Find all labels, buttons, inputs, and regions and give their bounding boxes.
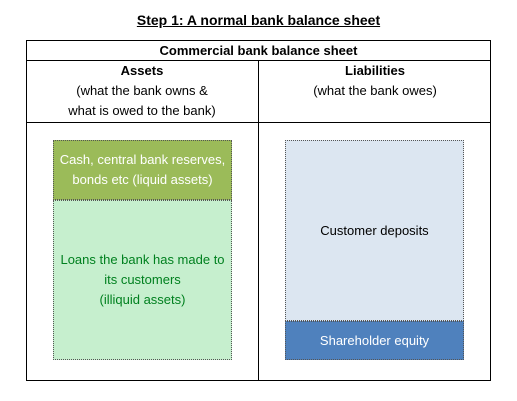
liabilities-heading: Liabilities <box>345 63 405 78</box>
column-divider <box>258 60 259 381</box>
loans-block: Loans the bank has made to its customers… <box>53 200 232 360</box>
shareholder-equity-block: Shareholder equity <box>285 321 464 360</box>
assets-desc-line2: what is owed to the bank) <box>68 103 216 118</box>
shareholder-equity-label: Shareholder equity <box>319 332 430 348</box>
loans-line2: its customers <box>104 272 181 287</box>
assets-header: Assets (what the bank owns & what is owe… <box>26 61 258 121</box>
liabilities-desc-line1: (what the bank owes) <box>313 83 437 98</box>
assets-desc-line1: (what the bank owns & <box>76 83 208 98</box>
liabilities-header: Liabilities (what the bank owes) <box>259 61 491 101</box>
assets-heading: Assets <box>120 63 164 78</box>
customer-deposits-label: Customer deposits <box>320 222 429 238</box>
customer-deposits-block: Customer deposits <box>285 140 464 321</box>
liquid-assets-line2: bonds etc (liquid assets) <box>72 172 213 187</box>
loans-line3: (illiquid assets) <box>99 292 186 307</box>
liquid-assets-block: Cash, central bank reserves, bonds etc (… <box>53 140 232 200</box>
diagram-title: Step 1: A normal bank balance sheet <box>136 12 381 28</box>
table-caption: Commercial bank balance sheet <box>159 43 358 58</box>
loans-line1: Loans the bank has made to <box>60 252 225 267</box>
liquid-assets-line1: Cash, central bank reserves, <box>59 152 226 167</box>
